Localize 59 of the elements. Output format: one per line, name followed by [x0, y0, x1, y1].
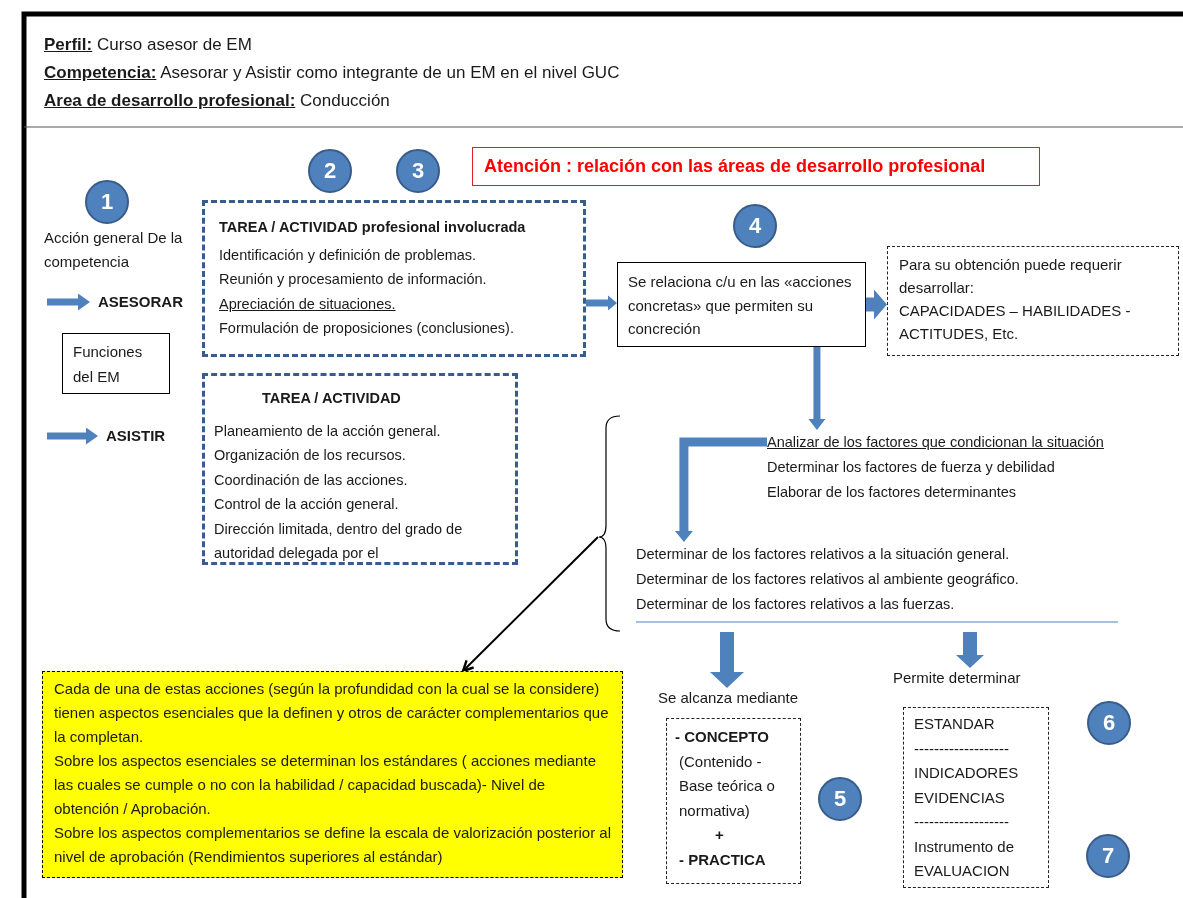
box-text: Sobre los aspectos complementarios se define la escala de valorización posterior al nivel de aprobación (Rendimientos superiores al estándar)	[54, 823, 611, 867]
caption-text: Acción general De la competencia	[44, 228, 184, 272]
block-arrow	[710, 632, 744, 688]
number-badge: 6	[1087, 701, 1131, 745]
box-text: Determinar los factores de fuerza y debilidad	[767, 458, 1055, 477]
box-text: Identificación y definición de problemas.	[219, 245, 477, 265]
box-text: CAPACIDADES – HABILIDADES - ACTITUDES, Etc.	[899, 301, 1132, 344]
block-arrow	[866, 289, 887, 320]
box-text: INDICADORES EVIDENCIAS	[914, 763, 1020, 808]
notice-box: Atención : relación con las áreas de desarrollo profesional	[472, 147, 1040, 186]
box-text: Analizar de los factores que condicionan la situación	[767, 433, 1104, 452]
function-label: ASISTIR	[98, 424, 178, 448]
box-text: -------------------	[914, 812, 1009, 832]
box-text: ESTANDAR	[914, 714, 995, 734]
header-line: Competencia: Asesorar y Asistir como integrante de un EM en el nivel GUC	[44, 62, 621, 84]
box-text: - PRACTICA	[678, 849, 766, 870]
box-text: (Contenido - Base teórica o normativa)	[678, 751, 776, 821]
box-text: Organización de los recursos.	[214, 446, 406, 465]
process-box: Se relaciona c/u en las «acciones concretas» que permiten su concreción	[617, 262, 866, 347]
block-arrow	[674, 437, 767, 542]
box-text: Sobre los aspectos esenciales se determinan los estándares ( acciones mediante las cuales se cumple o no con la habilidad / capacidad buscada)- Nivel de obtención / Aprobación.	[54, 751, 597, 819]
number-badge: 5	[818, 777, 862, 821]
number-badge: 3	[396, 149, 440, 193]
box-text: Para su obtención puede requerir desarrollar:	[899, 255, 1123, 298]
number-badge: 7	[1086, 834, 1130, 878]
box-text: Coordinación de las acciones.	[214, 470, 408, 490]
header-line: Perfil: Curso asesor de EM	[44, 34, 253, 56]
box-text: Determinar de los factores relativos a las fuerzas.	[636, 595, 955, 614]
caption-text: Se alcanza mediante	[658, 688, 799, 708]
caption-text: Permite determinar	[893, 668, 1021, 688]
box-text: Planeamiento de la acción general.	[214, 421, 441, 441]
label-box: Funciones del EM	[62, 333, 170, 394]
box-text: -------------------	[914, 738, 1009, 759]
arrow	[461, 536, 599, 673]
box-heading: TAREA / ACTIVIDAD profesional involucrada	[219, 218, 526, 237]
note-box	[887, 246, 1179, 356]
box-text: Instrumento de EVALUACION	[914, 836, 1016, 881]
block-arrow	[956, 632, 984, 668]
header-line: Area de desarrollo profesional: Conducción	[44, 90, 391, 112]
number-badge: 1	[85, 180, 129, 224]
box-text: Dirección limitada, dentro del grado de autoridad delegada por el	[214, 519, 464, 563]
box-text: +	[714, 825, 724, 845]
box-text: Apreciación de situaciones.	[219, 294, 396, 314]
box-text: Cada de una de estas acciones (según la profundidad con la cual se la considere) tienen aspectos esenciales que la definen y otros de carácter complementarios que la completan.	[54, 679, 610, 747]
block-arrow	[808, 347, 826, 430]
box-text: Formulación de proposiciones (conclusiones).	[219, 319, 514, 338]
task-box	[202, 373, 518, 565]
box-heading: TAREA / ACTIVIDAD	[262, 389, 401, 408]
box-text: Elaborar de los factores determinantes	[767, 483, 1017, 502]
task-box	[202, 200, 586, 357]
box-text: Control de la acción general.	[214, 495, 399, 514]
number-badge: 4	[733, 204, 777, 248]
box-text: - CONCEPTO	[675, 727, 769, 747]
number-badge: 2	[308, 149, 352, 193]
box-text: Determinar de los factores relativos al ambiente geográfico.	[636, 570, 1019, 589]
box-text: Determinar de los factores relativos a la situación general.	[636, 545, 1010, 564]
box-text: Reunión y procesamiento de información.	[219, 270, 487, 289]
function-label: ASESORAR	[90, 290, 190, 314]
note-box	[42, 671, 623, 878]
